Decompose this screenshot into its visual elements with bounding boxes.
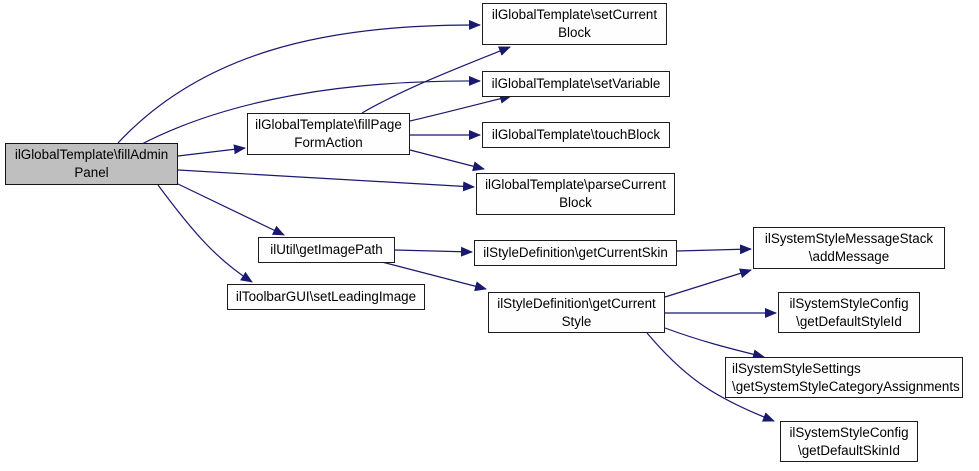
node-label-line: \getSystemStyleCategoryAssignments [732, 378, 960, 394]
node-setLeadingImage[interactable]: ilToolbarGUI\setLeadingImage [227, 284, 425, 310]
node-label-line: FormAction [294, 135, 363, 150]
node-label-line: \addMessage [808, 249, 890, 264]
node-fillAdminPanel: ilGlobalTemplate\fillAdmin Panel [5, 143, 178, 185]
node-getCurrentSkin[interactable]: ilStyleDefinition\getCurrentSkin [474, 240, 677, 266]
edge-fillAdminPanel-setCurrentBlock [117, 19, 481, 144]
node-getImagePath[interactable]: ilUtil\getImagePath [258, 237, 395, 263]
node-label-line: ilGlobalTemplate\parseCurrent [485, 177, 666, 193]
node-label-line: ilGlobalTemplate\touchBlock [491, 127, 661, 143]
edge-getCurrentSkin-addMessage [676, 244, 752, 255]
edge-fillAdminPanel-fillPageFormAction [177, 144, 246, 157]
node-label-line: ilGlobalTemplate\fillAdmin [14, 147, 169, 163]
edge-fillPageFormAction-parseCurrentBlock [409, 149, 485, 172]
node-label-line: ilGlobalTemplate\setVariable [491, 76, 661, 92]
node-label-line: Block [558, 25, 591, 40]
edge-getCurrentStyle-getSystemStyleCategoryAssignments [664, 327, 765, 360]
node-label-line: ilGlobalTemplate\fillPage [255, 117, 402, 133]
node-label-line: Block [559, 195, 592, 210]
node-label-line: ilToolbarGUI\setLeadingImage [235, 289, 417, 305]
node-setCurrentBlock[interactable]: ilGlobalTemplate\setCurrent Block [482, 3, 667, 45]
node-getDefaultStyleId[interactable]: ilSystemStyleConfig \getDefaultStyleId [778, 292, 920, 333]
node-label-line: ilSystemStyleMessageStack [764, 231, 934, 247]
node-touchBlock[interactable]: ilGlobalTemplate\touchBlock [482, 122, 670, 148]
node-addMessage[interactable]: ilSystemStyleMessageStack \addMessage [753, 227, 945, 269]
node-getDefaultSkinId[interactable]: ilSystemStyleConfig \getDefaultSkinId [780, 421, 918, 462]
node-getCurrentStyle[interactable]: ilStyleDefinition\getCurrent Style [488, 292, 665, 333]
edge-getImagePath-getCurrentSkin [394, 246, 473, 257]
node-label-line: ilStyleDefinition\getCurrentSkin [483, 245, 668, 261]
node-label-line: ilStyleDefinition\getCurrent [497, 295, 656, 311]
node-label-line: Style [561, 313, 592, 329]
node-label-line: ilSystemStyleConfig [789, 295, 909, 311]
edge-getImagePath-getCurrentStyle [381, 261, 487, 292]
node-label-line: \getDefaultSkinId [798, 442, 900, 458]
edge-fillPageFormAction-setVariable [409, 93, 512, 122]
node-label-line: ilSystemStyleConfig [789, 424, 909, 440]
edge-fillAdminPanel-getImagePath [177, 183, 285, 236]
edge-fillAdminPanel-setLeadingImage [157, 184, 253, 283]
node-label-line: \getDefaultStyleId [796, 313, 902, 329]
node-label-line: ilUtil\getImagePath [270, 242, 383, 258]
node-fillPageFormAction[interactable]: ilGlobalTemplate\fillPage FormAction [247, 113, 410, 155]
node-setVariable[interactable]: ilGlobalTemplate\setVariable [482, 71, 670, 97]
edge-fillAdminPanel-setVariable [139, 75, 481, 146]
node-parseCurrentBlock[interactable]: ilGlobalTemplate\parseCurrent Block [476, 173, 675, 215]
edge-fillPageFormAction-setCurrentBlock [361, 46, 511, 114]
edge-fillAdminPanel-parseCurrentBlock [177, 169, 475, 192]
node-label-line: Panel [74, 165, 109, 180]
node-getSystemStyleCategoryAssignments[interactable]: ilSystemStyleSettings \getSystemStyleCat… [725, 357, 963, 398]
node-label-line: ilSystemStyleSettings [732, 360, 861, 376]
node-label-line: ilGlobalTemplate\setCurrent [491, 7, 658, 23]
edge-getCurrentStyle-getDefaultSkinId [646, 332, 775, 422]
edge-getCurrentStyle-addMessage [664, 268, 752, 298]
